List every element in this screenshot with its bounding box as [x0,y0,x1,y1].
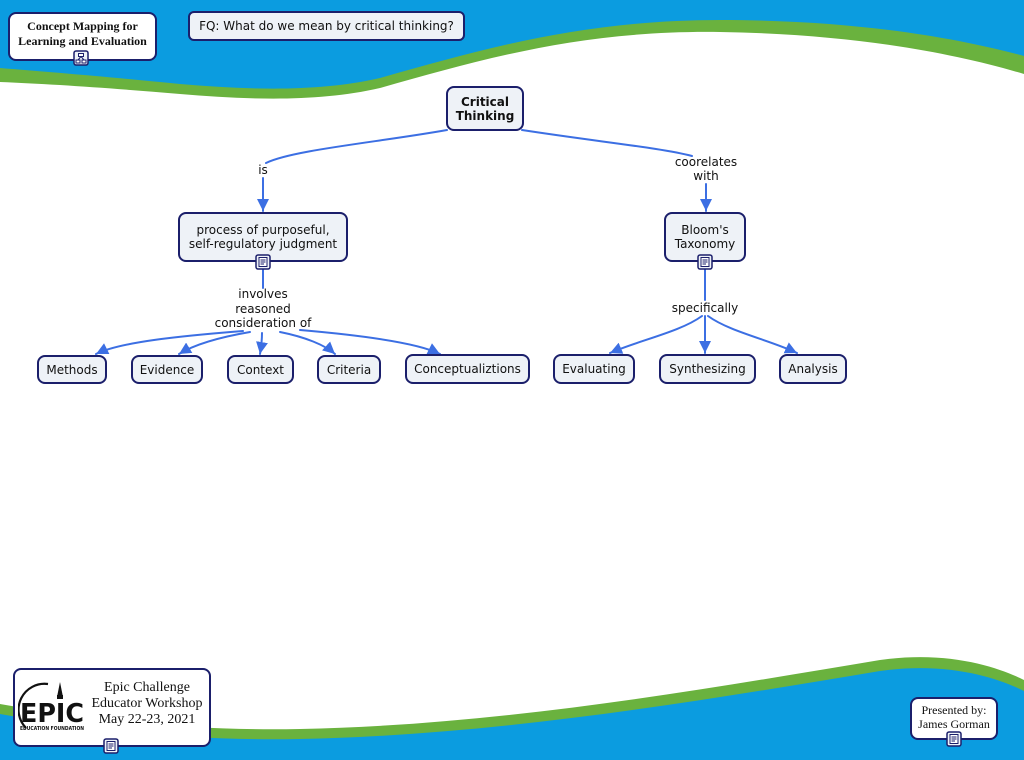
concept-evidence[interactable]: Evidence [131,355,203,384]
document-icon[interactable] [103,738,119,754]
concept-label-line-1: Bloom's [681,223,729,237]
focus-question-text: FQ: What do we mean by critical thinking… [199,19,454,33]
concept-context[interactable]: Context [227,355,294,384]
link-involves-to-evidence [178,331,251,355]
link-involves-to-conceptualiztions [299,329,441,355]
document-icon[interactable] [946,731,962,747]
bottom-wave-blue [0,668,1024,760]
presenter-box: Presented by: James Gorman [910,697,998,740]
concept-process-of-judgment[interactable]: process of purposeful, self-regulatory j… [178,212,348,262]
focus-question-box: FQ: What do we mean by critical thinking… [188,11,465,41]
link-involves-to-context [256,332,268,355]
document-icon[interactable] [697,254,713,270]
concept-label: Methods [46,362,98,377]
link-involves-to-methods [95,330,244,355]
concept-map-icon[interactable] [73,50,89,66]
link-specifically-to-evaluating [609,315,703,354]
concept-criteria[interactable]: Criteria [317,355,381,384]
concept-label: Conceptualiztions [414,362,521,376]
linking-phrase-is: is [243,163,283,178]
epic-logo: EPIC EDUCATION FOUNDATION [18,682,84,732]
concept-label: Analysis [788,362,838,376]
linking-phrase-specifically: specifically [655,301,755,316]
document-icon[interactable] [255,254,271,270]
concept-label-line-1: Critical [460,94,509,109]
concept-evaluating[interactable]: Evaluating [553,354,635,384]
linking-phrase-line-1: coorelates [674,155,738,169]
logo-spire [57,682,63,697]
concept-conceptualiztions[interactable]: Conceptualiztions [405,354,530,384]
logo-tagline: EDUCATION FOUNDATION [20,726,84,732]
concept-label: Context [236,362,284,377]
concept-label-line-2: self-regulatory judgment [188,237,338,251]
concept-methods[interactable]: Methods [37,355,107,384]
event-dates: May 22-23, 2021 [98,712,196,727]
event-name: Epic Challenge [104,680,190,695]
linking-phrase-is-text: is [258,163,268,177]
map-title-line-2: Learning and Evaluation [18,33,147,48]
link-root-to-correlates [521,129,693,157]
linking-phrase-line-2: with [693,169,719,183]
logo-arc [18,682,49,729]
linking-phrase-line-1: involves [238,287,288,301]
concept-label-line-2: Taxonomy [674,237,736,251]
concept-label: Evidence [139,362,195,377]
link-root-to-is [265,129,448,164]
map-title-line-1: Concept Mapping for [27,18,138,33]
linking-phrase-line-2: reasoned [235,301,291,316]
concept-label-line-2: Thinking [455,108,515,123]
link-involves-to-criteria [279,331,336,355]
event-subtitle: Educator Workshop [91,696,203,711]
concept-label: Evaluating [562,362,626,376]
event-details: Epic Challenge Educator Workshop May 22-… [87,680,207,728]
logo-spire-base [57,695,63,699]
linking-phrase-specifically-text: specifically [671,301,739,315]
concept-label: Synthesizing [669,362,746,376]
link-specifically-to-analysis [707,315,798,354]
linking-phrase-involves: involves reasoned consideration of [203,287,323,331]
logo-wordmark: EPIC [20,699,84,729]
linking-phrase-line-3: consideration of [214,316,312,330]
linking-phrase-correlates-with: coorelates with [656,155,756,183]
concept-label-line-1: process of purposeful, [196,223,330,237]
event-info-box: EPIC EDUCATION FOUNDATION Epic Challenge… [13,668,211,747]
presenter-caption: Presented by: [921,702,987,717]
presenter-name: James Gorman [918,716,990,731]
concept-label: Criteria [326,362,372,377]
concept-critical-thinking[interactable]: Critical Thinking [446,86,524,131]
concept-analysis[interactable]: Analysis [779,354,847,384]
concept-synthesizing[interactable]: Synthesizing [659,354,756,384]
concept-blooms-taxonomy[interactable]: Bloom's Taxonomy [664,212,746,262]
